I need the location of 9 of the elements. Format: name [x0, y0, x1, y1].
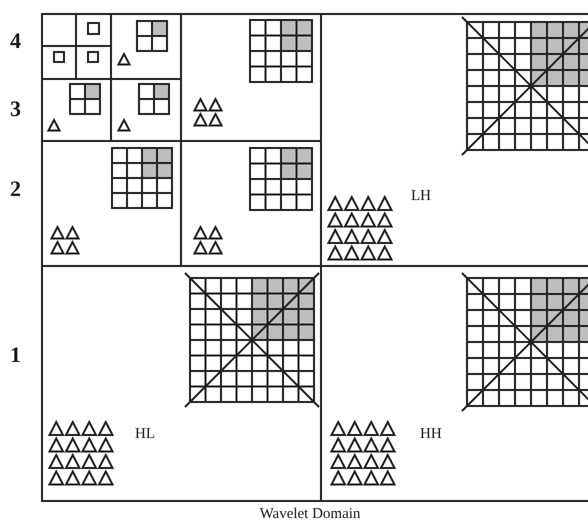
- subband-box: [41, 265, 322, 502]
- level-number: 3: [10, 98, 21, 120]
- subband-label: HL: [135, 426, 155, 443]
- level-number: 1: [10, 344, 21, 366]
- level-number: 4: [10, 30, 21, 52]
- subband-label: LH: [411, 188, 431, 205]
- caption: Wavelet Domain: [258, 505, 362, 523]
- subband-label: HH: [420, 426, 442, 443]
- level-number: 2: [10, 178, 21, 200]
